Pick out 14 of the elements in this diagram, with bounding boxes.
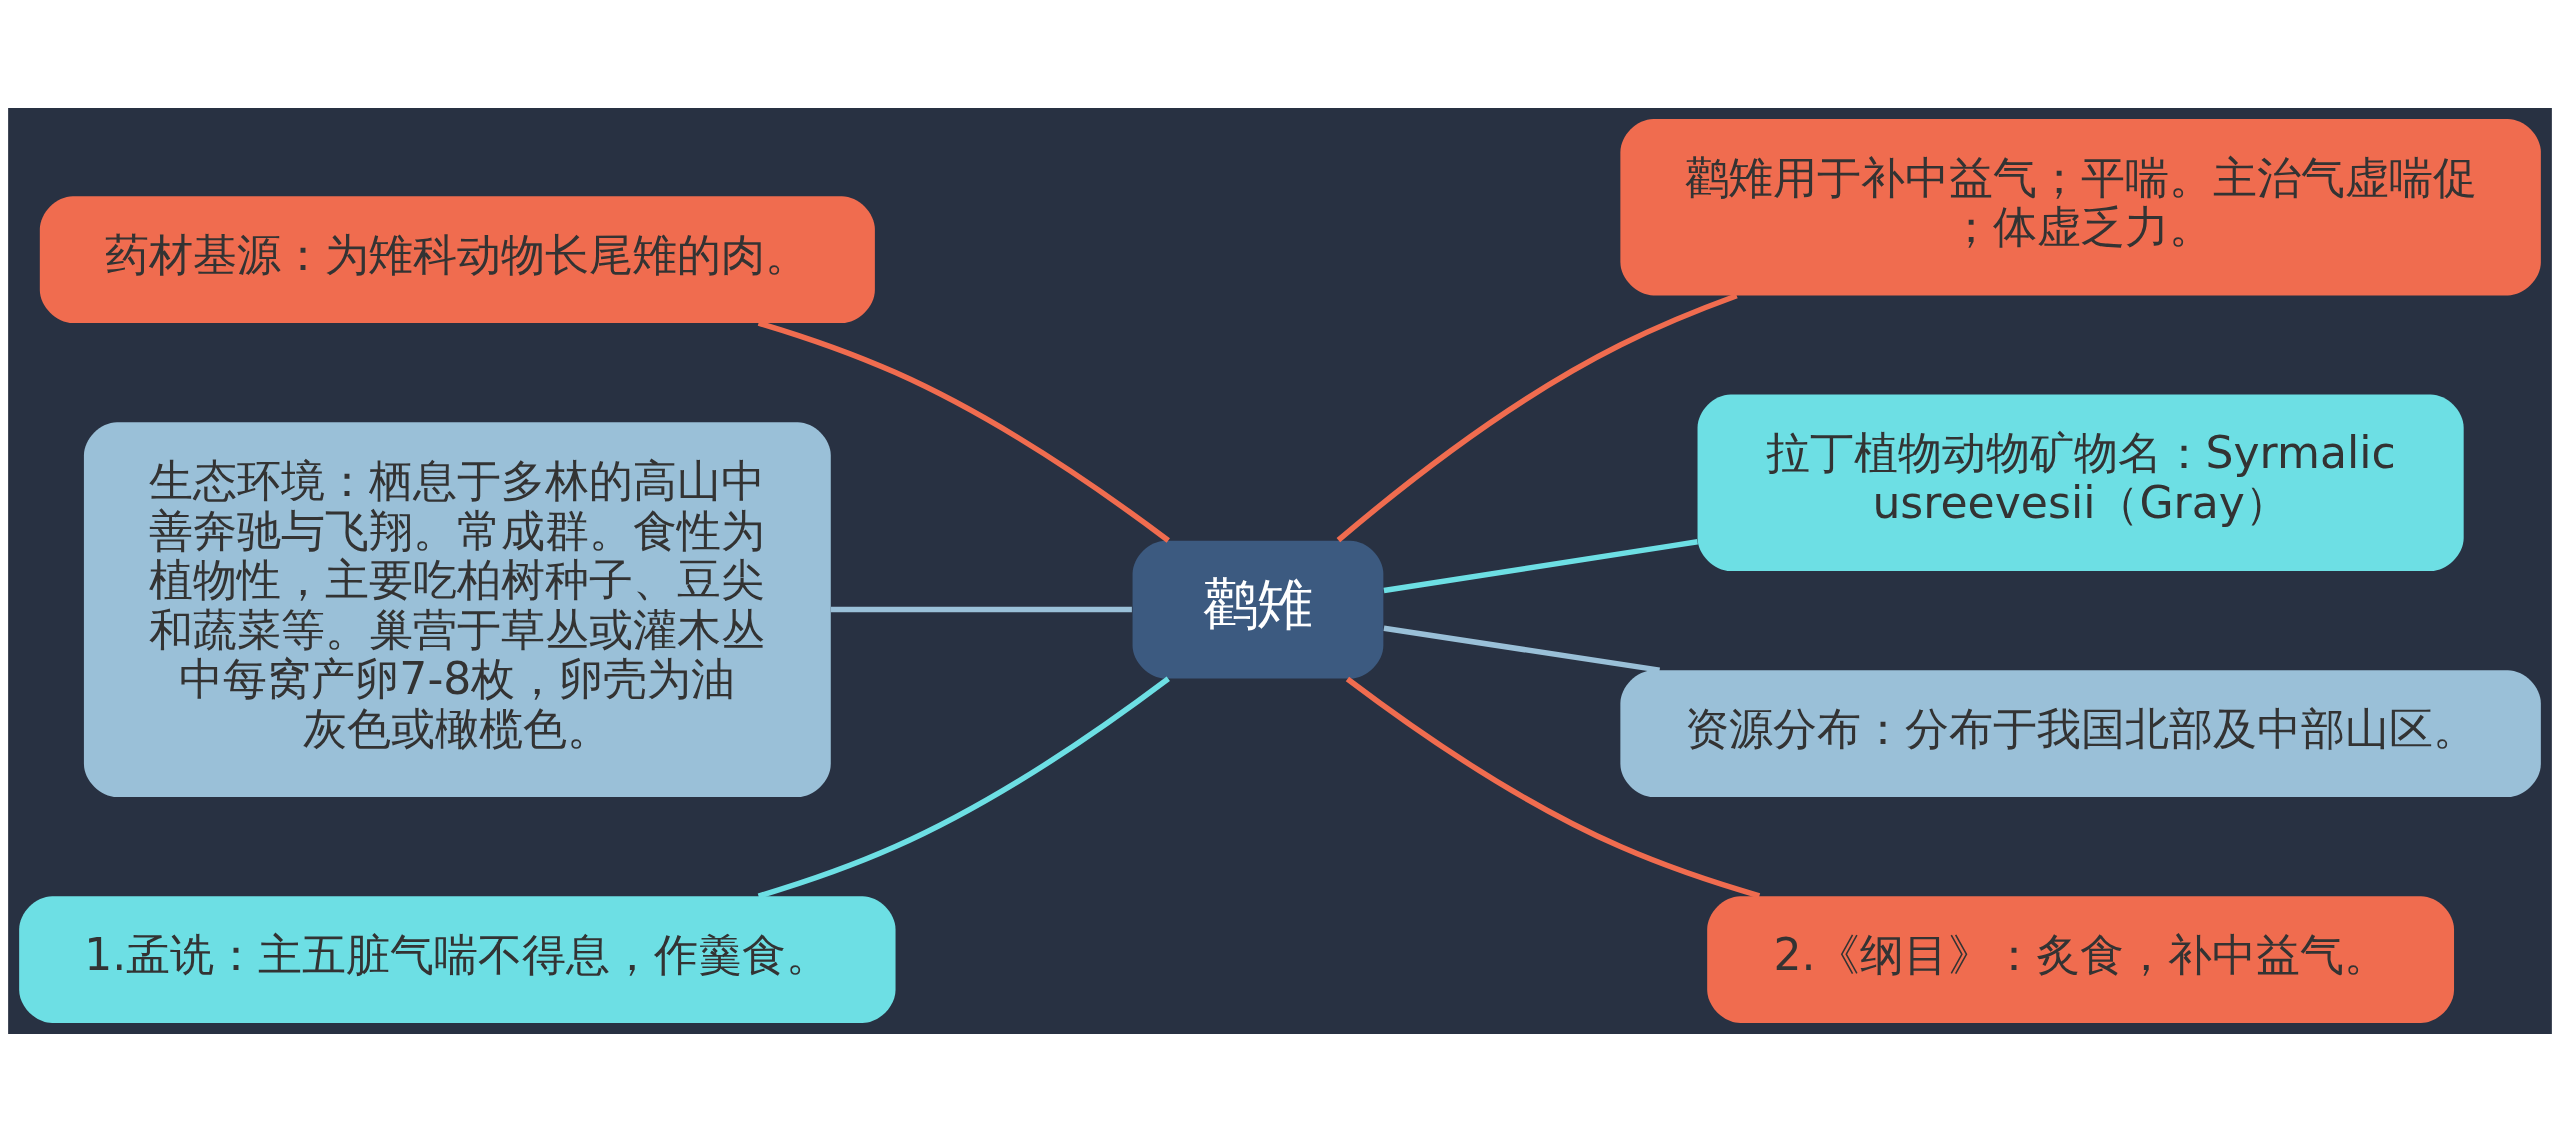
connector: [1345, 676, 1761, 898]
connector: [830, 606, 1132, 612]
node-box: 资源分布：分布于我国北部及中部山区。: [1620, 669, 2541, 797]
node-box: 2.《纲目》：炙食，补中益气。: [1707, 895, 2455, 1023]
connector: [1383, 538, 1698, 593]
connector: [1336, 292, 1738, 542]
connector: [1383, 625, 1660, 673]
node-box: 鹳雉: [1132, 540, 1384, 678]
node-box: 生态环境：栖息于多林的高山中善奔驰与飞翔。常成群。食性为植物性，主要吃柏树种子、豆尖和蔬菜等。巢营于草丛或灌木丛中每窝产卵7-8枚，卵壳为油灰色或橄榄色。: [83, 421, 831, 797]
node-box: 拉丁植物动物矿物名：Syrmalicusreevesii（Gray）: [1697, 394, 2464, 571]
connector: [757, 676, 1170, 899]
node-box: 鹳雉用于补中益气；平喘。主治气虚喘促；体虚乏力。: [1620, 118, 2541, 295]
node-box: 药材基源：为雉科动物长尾雉的肉。: [39, 195, 875, 323]
node-box: 1.孟诜：主五脏气喘不得息，作羹食。: [19, 895, 896, 1023]
